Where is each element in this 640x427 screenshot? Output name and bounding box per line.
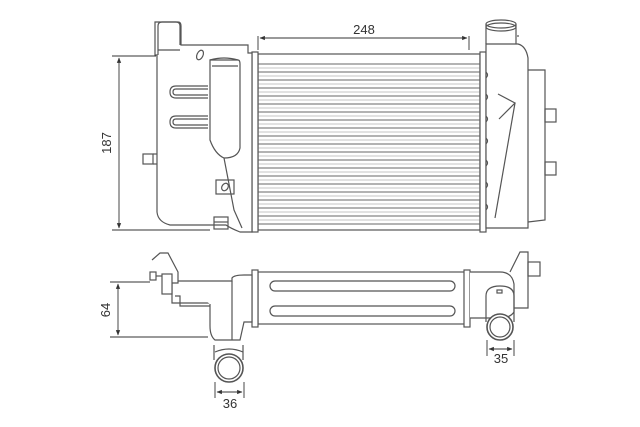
dimension-width-label: 248 bbox=[353, 22, 375, 37]
core-fins bbox=[258, 63, 480, 225]
left-tank bbox=[142, 21, 253, 233]
radiator-core bbox=[251, 51, 487, 233]
top-view bbox=[149, 251, 541, 383]
dimension-lines bbox=[110, 35, 515, 398]
right-tank bbox=[485, 19, 557, 229]
front-view bbox=[142, 19, 557, 233]
dimension-height-label: 187 bbox=[99, 132, 114, 154]
dimension-depth-label: 64 bbox=[98, 303, 113, 317]
dimension-right-pipe-label: 35 bbox=[494, 351, 508, 366]
dimension-left-pipe-label: 36 bbox=[223, 396, 237, 411]
